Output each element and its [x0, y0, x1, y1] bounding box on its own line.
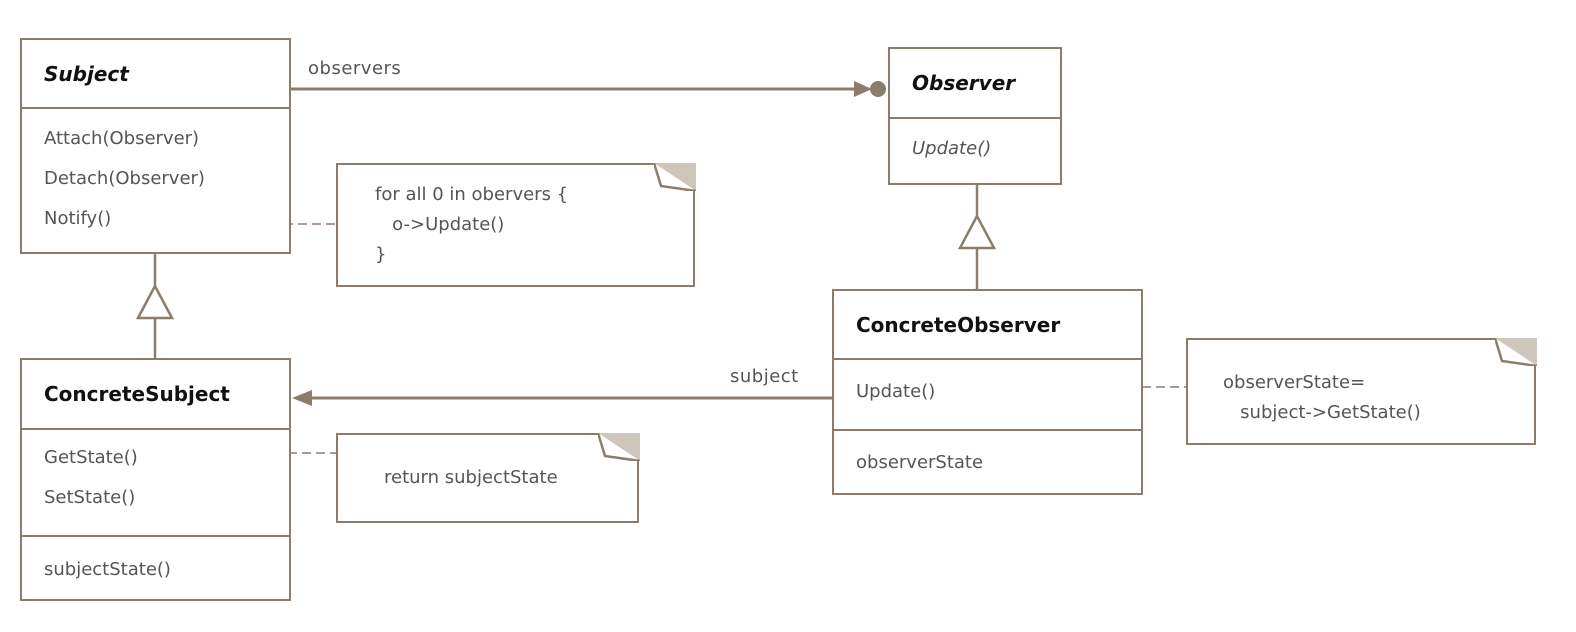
notify-note-line-3: }	[375, 244, 387, 265]
observer-class-name: Observer	[912, 71, 1016, 95]
note-fold-icon	[597, 432, 640, 461]
subject-generalization-triangle	[135, 283, 175, 320]
subject-arrowhead	[292, 390, 312, 406]
subject-role-label: subject	[730, 366, 799, 387]
concrete-observer-method-update: Update()	[856, 381, 936, 402]
concrete-subject-class: ConcreteSubject GetState() SetState() su…	[20, 358, 291, 601]
subject-method-notify: Notify()	[44, 208, 112, 229]
concrete-subject-class-name: ConcreteSubject	[44, 382, 230, 406]
update-note: observerState= subject->GetState()	[1186, 337, 1537, 445]
concrete-observer-attributes: observerState	[834, 429, 1141, 483]
subject-class: Subject Attach(Observer) Detach(Observer…	[20, 38, 291, 254]
update-note-line-1: observerState=	[1223, 372, 1366, 393]
subject-method-attach: Attach(Observer)	[44, 128, 200, 149]
concrete-subject-attribute-state: subjectState()	[44, 559, 171, 580]
concrete-subject-method-getstate: GetState()	[44, 447, 138, 468]
concrete-subject-attributes: subjectState()	[22, 535, 289, 590]
observers-role-label: observers	[308, 58, 402, 79]
observers-multiplicity-dot	[870, 81, 886, 97]
observer-methods: Update()	[890, 117, 1060, 169]
subject-methods: Attach(Observer) Detach(Observer) Notify…	[22, 107, 289, 239]
notify-note: for all 0 in obervers { o->Update() }	[336, 162, 696, 287]
concrete-observer-attribute-state: observerState	[856, 452, 984, 473]
note-fold-icon	[1494, 337, 1537, 366]
concrete-subject-method-setstate: SetState()	[44, 487, 136, 508]
notify-note-line-1: for all 0 in obervers {	[375, 184, 569, 205]
observers-arrowhead	[854, 81, 872, 97]
observer-class: Observer Update()	[888, 47, 1062, 185]
concrete-observer-methods: Update()	[834, 358, 1141, 429]
getstate-note: return subjectState	[336, 432, 640, 523]
observer-generalization-triangle	[957, 213, 997, 250]
concrete-observer-class-name: ConcreteObserver	[856, 312, 1061, 337]
note-fold-icon	[653, 162, 696, 191]
getstate-note-line-1: return subjectState	[384, 467, 558, 488]
concrete-subject-methods: GetState() SetState()	[22, 428, 289, 535]
subject-method-detach: Detach(Observer)	[44, 168, 205, 189]
update-note-line-2: subject->GetState()	[1223, 402, 1421, 423]
concrete-observer-class: ConcreteObserver Update() observerState	[832, 289, 1143, 495]
observer-method-update: Update()	[912, 138, 992, 159]
notify-note-line-2: o->Update()	[375, 214, 505, 235]
subject-class-name: Subject	[44, 61, 129, 86]
